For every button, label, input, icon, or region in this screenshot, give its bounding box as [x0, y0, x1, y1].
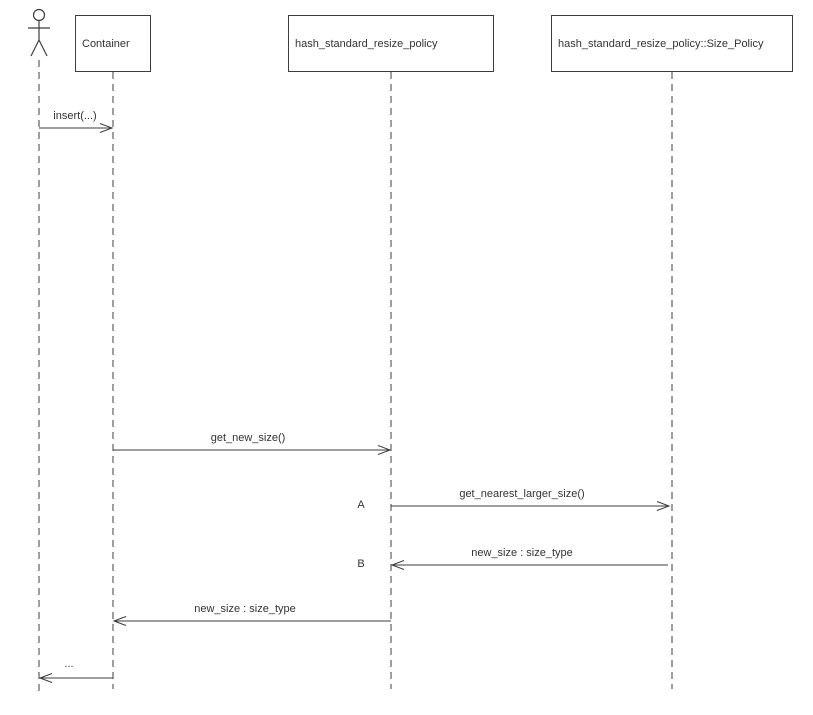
message-label-return-new-size-to-container: new_size : size_type [194, 603, 296, 615]
participant-box-container: Container [75, 15, 151, 72]
message-label-get-new-size: get_new_size() [210, 432, 286, 444]
actor-head [32, 8, 46, 22]
participant-label-resize-policy: hash_standard_resize_policy [295, 37, 438, 50]
message-label-return-new-size-to-policy: new_size : size_type [471, 547, 573, 559]
sequence-marker-a: A [357, 499, 365, 511]
actor-figure [28, 8, 50, 57]
message-label-get-nearest-larger-size: get_nearest_larger_size() [459, 488, 585, 500]
sequence-marker-b: B [357, 558, 365, 570]
message-label-return-to-user: ... [64, 658, 74, 670]
actor-left-leg [30, 39, 40, 57]
participant-label-size-policy: hash_standard_resize_policy::Size_Policy [558, 37, 764, 50]
actor-right-leg [38, 39, 48, 57]
participant-box-size-policy: hash_standard_resize_policy::Size_Policy [551, 15, 793, 72]
participant-box-resize-policy: hash_standard_resize_policy [288, 15, 494, 72]
participant-label-container: Container [82, 37, 130, 50]
message-label-insert: insert(...) [53, 110, 97, 122]
